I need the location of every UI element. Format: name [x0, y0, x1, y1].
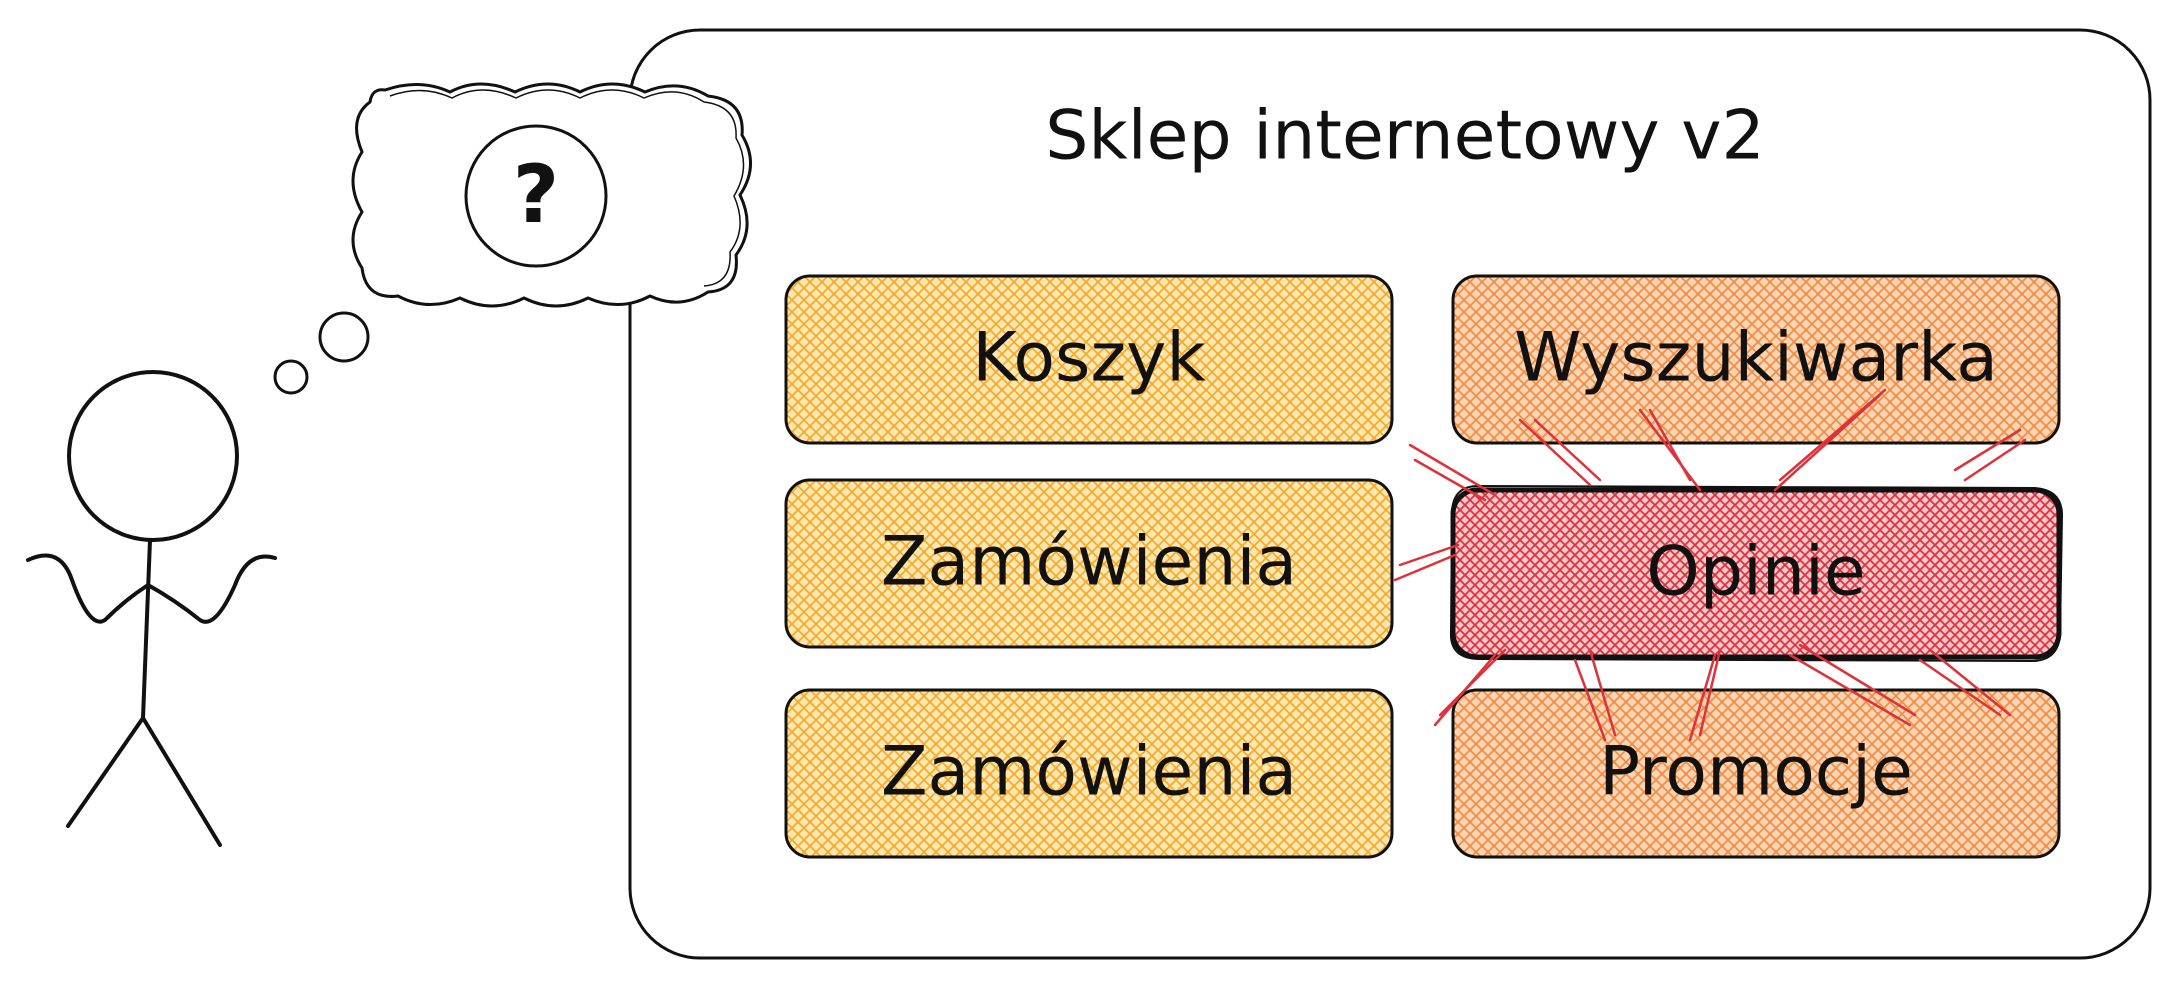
module-label: Koszyk — [972, 319, 1206, 398]
module-koszyk: Koszyk — [784, 274, 1394, 445]
module-promocje: Promocje — [1451, 688, 2061, 859]
figure-arms — [26, 553, 277, 624]
dependency-line — [1408, 443, 1497, 497]
module-box-outline-sketch — [1449, 484, 2064, 663]
module-box-problem — [1450, 487, 2062, 660]
dependency-line — [1918, 658, 2002, 717]
dependency-line — [1413, 458, 1487, 502]
dependency-line — [1798, 643, 1917, 717]
thought-dot-small — [273, 359, 309, 395]
dependency-line — [1398, 543, 1460, 567]
figure-right-leg — [141, 716, 222, 847]
thought-bubble: ? — [273, 82, 752, 395]
module-box — [784, 478, 1394, 649]
figure-left-leg — [66, 716, 145, 828]
module-box — [784, 688, 1394, 859]
dependency-line — [1648, 408, 1692, 482]
dependency-line — [1928, 648, 2012, 717]
dependency-line — [1698, 648, 1722, 737]
module-box — [784, 274, 1394, 445]
module-opinie: Opinie — [1449, 484, 2064, 663]
figure-body — [141, 538, 152, 720]
dependency-line — [1588, 648, 1617, 737]
module-label: Zamówienia — [881, 523, 1297, 602]
dependency-line — [1688, 653, 1717, 742]
module-zamowienia-2: Zamówienia — [784, 688, 1394, 859]
dependency-line — [1788, 653, 1912, 727]
module-label: Promocje — [1599, 733, 1913, 812]
dependency-line — [1438, 648, 1507, 717]
dependency-line — [1518, 418, 1592, 487]
dependency-tangle — [1393, 388, 2027, 742]
thought-cloud-sketch — [389, 89, 745, 287]
module-label: Opinie — [1646, 533, 1865, 612]
question-circle — [464, 124, 608, 268]
dependency-line — [1533, 418, 1602, 482]
module-wyszukiwarka: Wyszukiwarka — [1451, 274, 2061, 445]
module-label: Zamówienia — [881, 733, 1297, 812]
dependency-line — [1638, 408, 1702, 492]
diagram-title: Sklep internetowy v2 — [1045, 97, 1764, 176]
dependency-line — [1573, 658, 1607, 742]
dependency-line — [1773, 393, 1882, 492]
module-box — [1451, 688, 2061, 859]
dependency-line — [1963, 438, 2027, 482]
module-label: Wyszukiwarka — [1514, 319, 1998, 398]
thought-dot-large — [318, 311, 370, 363]
dependency-line — [1393, 553, 1457, 582]
module-box — [1451, 274, 2061, 445]
stick-figure — [26, 370, 277, 847]
question-mark-icon: ? — [513, 148, 559, 241]
figure-head — [67, 370, 239, 542]
dependency-line — [1953, 428, 2022, 472]
module-zamowienia-1: Zamówienia — [784, 478, 1394, 649]
